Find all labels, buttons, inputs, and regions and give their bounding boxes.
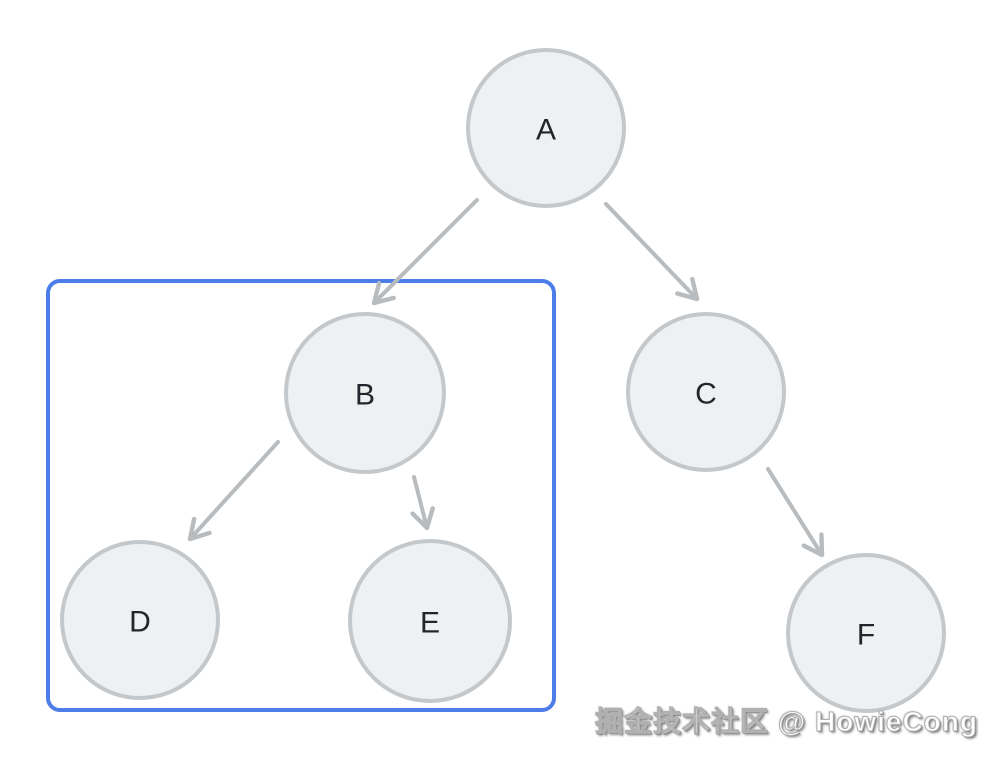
edge-A-B: [371, 198, 479, 306]
tree-node-label-B: B: [355, 379, 375, 412]
tree-node-label-D: D: [129, 606, 151, 639]
tree-node-circle-A: [466, 48, 626, 208]
tree-node-B: B: [284, 312, 446, 474]
edge-C-F: [766, 467, 825, 558]
tree-node-circle-F: [786, 553, 946, 713]
highlight-box-layer: [46, 279, 556, 712]
tree-node-label-E: E: [420, 607, 440, 640]
tree-node-F: F: [786, 553, 946, 713]
edge-B-D: [187, 440, 280, 542]
edge-A-C: [604, 202, 700, 302]
tree-node-A: A: [466, 48, 626, 208]
tree-node-label-A: A: [536, 114, 556, 147]
tree-node-D: D: [60, 540, 220, 700]
edge-B-E: [410, 475, 435, 531]
watermark-text: 掘金技术社区 @ HowieCong: [595, 706, 978, 738]
tree-node-circle-C: [626, 312, 786, 472]
tree-node-C: C: [626, 312, 786, 472]
tree-node-circle-E: [348, 539, 512, 703]
tree-node-label-F: F: [857, 619, 875, 652]
nodes-layer: A B C D E F: [60, 48, 946, 713]
edges-layer: [187, 198, 825, 558]
tree-node-circle-B: [284, 312, 446, 474]
tree-node-E: E: [348, 539, 512, 703]
tree-node-label-C: C: [695, 378, 717, 411]
subtree-highlight-box: [46, 279, 556, 712]
tree-node-circle-D: [60, 540, 220, 700]
